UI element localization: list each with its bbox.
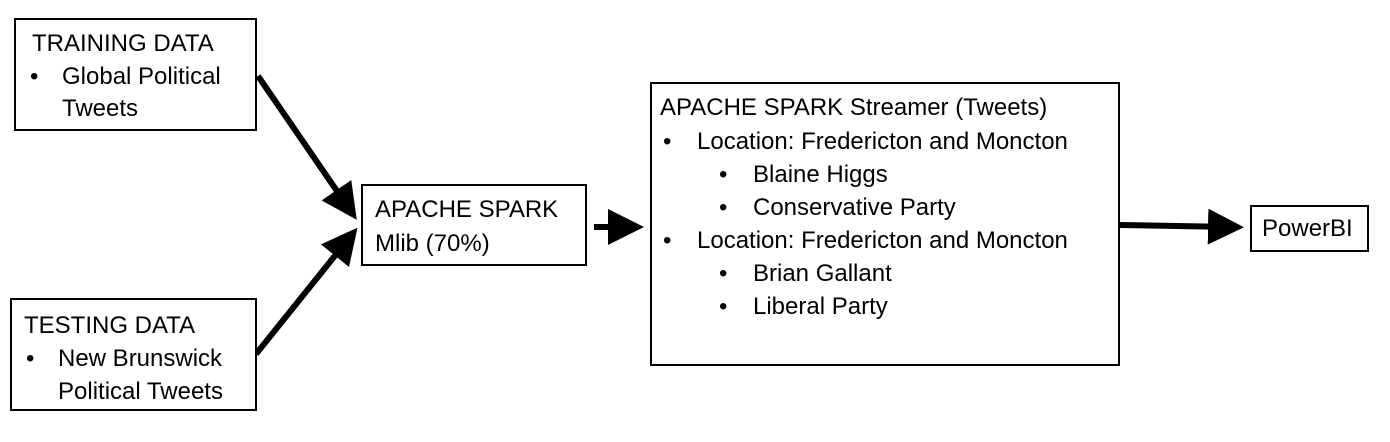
streamer-location-1: Location: Fredericton and Moncton xyxy=(663,125,1068,158)
testing-data-bullet-line1: New Brunswick xyxy=(58,345,223,372)
testing-data-box: TESTING DATA • New Brunswick Political T… xyxy=(10,298,257,411)
training-data-title: TRAINING DATA xyxy=(32,30,214,57)
testing-data-bullet: • xyxy=(26,345,35,372)
training-data-bullet: • xyxy=(30,63,39,90)
mlib-line1: APACHE SPARK xyxy=(375,196,559,223)
apache-spark-streamer-box: APACHE SPARK Streamer (Tweets) Location:… xyxy=(650,82,1120,366)
streamer-group-1-item-1: Blaine Higgs xyxy=(719,158,1068,191)
arrow-streamer-to-powerbi xyxy=(1119,208,1244,245)
apache-spark-mlib-box: APACHE SPARK Mlib (70%) xyxy=(361,184,587,266)
arrow-training-to-mlib xyxy=(255,74,357,220)
streamer-group-2-item-2: Liberal Party xyxy=(719,290,1068,323)
powerbi-label: PowerBI xyxy=(1262,215,1353,242)
training-data-bullet-line2: Tweets xyxy=(62,95,139,122)
streamer-location-2: Location: Fredericton and Moncton xyxy=(663,224,1068,257)
powerbi-box: PowerBI xyxy=(1250,205,1369,252)
training-data-bullet-line1: Global Political xyxy=(62,63,221,90)
streamer-title: APACHE SPARK Streamer (Tweets) xyxy=(660,94,1048,121)
streamer-group-1-item-2: Conservative Party xyxy=(719,191,1068,224)
arrow-testing-to-mlib xyxy=(253,227,358,356)
streamer-group-2-item-1: Brian Gallant xyxy=(719,257,1068,290)
training-data-box: TRAINING DATA • Global Political Tweets xyxy=(14,18,257,131)
testing-data-title: TESTING DATA xyxy=(24,312,196,339)
streamer-groups: Location: Fredericton and Moncton Blaine… xyxy=(663,125,1068,323)
mlib-line2: Mlib (70%) xyxy=(375,230,490,257)
testing-data-bullet-line2: Political Tweets xyxy=(58,378,223,405)
